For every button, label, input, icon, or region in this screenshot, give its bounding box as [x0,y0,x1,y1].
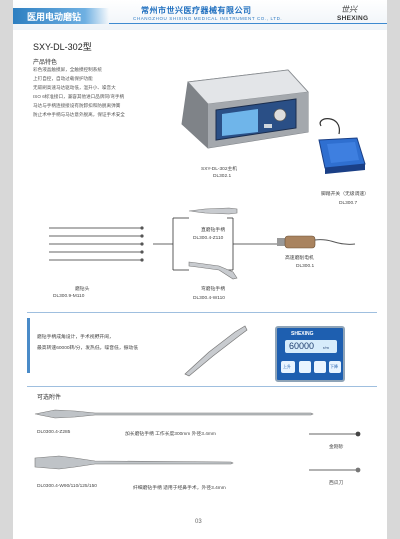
screen-btn-left-label: 上升 [283,364,291,369]
speed-display: 60000 r/m [285,340,337,353]
main-unit-name: SXY-DL-302主机 [201,167,238,172]
accessory-1-code: DL0300.4-Z285 [37,430,71,435]
screen-btn-right-label: 下降 [330,364,338,369]
motor-code: DL300.1 [296,264,315,269]
tip-fluted-image [309,467,361,473]
logo-text: SHEXING [337,15,369,22]
feature-item: ISO 6标准接口，兼容其他进口品牌同/弯手柄 [33,94,125,99]
feature-item: 上钉自控，自动过载保护功能 [33,76,93,81]
brand-logo: 世兴 SHEXING [335,4,375,24]
section-tab-label: 医用电动磨钻 [27,12,82,22]
features-title: 产品特色 [33,60,58,66]
angled-handpiece-image [184,325,248,377]
company-name-cn: 常州市世兴医疗器械有限公司 [141,6,252,15]
page-header: 医用电动磨钻 常州市世兴医疗器械有限公司 CHANGZHOU SHIXING M… [13,0,387,30]
main-unit-code: DL302.1 [213,174,232,179]
page-number: 03 [195,519,202,525]
footswitch-image [318,118,366,174]
straight-handpiece-code: DL300.4-Z110 [193,236,224,241]
accessory-1-desc: 加长磨钻手柄 工作长度300mm 外径3.4mm [125,432,216,437]
accessory-2-desc: 纤细磨钻手柄 适用于经鼻手术，外径3.4mm [133,486,226,491]
curved-handpiece-name: 弯磨钻手柄 [201,287,225,292]
tip-diamond-image [309,431,361,437]
feature-item: 无碳刷高速马达驱动低，温升小、噪音大 [33,85,116,90]
highlight-accent [27,318,30,373]
model-title: SXY-DL-302型 [33,42,92,52]
highlight-line-1: 磨钻手柄成角设计，手术视野开阔， [37,335,114,340]
feature-item: 马达与手柄连接接设有防卸扣和防脱离弹簧 [33,103,121,108]
company-name-en: CHANGZHOU SHIXING MEDICAL INSTRUMENT CO.… [133,16,283,21]
footswitch-name: 脚踏开关（无级调速） [321,192,369,197]
section-divider [27,386,377,387]
optional-title: 可选附件 [37,395,62,401]
screen-brand: SHEXING [291,331,314,337]
extended-handpiece-image [34,409,314,419]
header-rule [109,23,387,24]
section-divider [27,312,377,313]
curved-handpiece-image [188,261,238,280]
feature-item: 彩色液晶触摸屏，全触摸控制系统 [33,67,102,72]
logo-mark: 世兴 [341,5,357,14]
main-unit-image [181,69,309,149]
curved-handpiece-code: DL300.4-W110 [193,296,225,301]
burrs-code: DL300.9-M110 [53,294,85,299]
connector-lines [153,217,277,271]
touch-screen: SHEXING 60000 r/m 上升 下降 [275,326,345,382]
screen-btn-left[interactable]: 上升 [281,361,295,373]
slim-handpiece-image [34,455,234,470]
screen-btn-mode[interactable] [299,361,311,373]
speed-unit: r/m [323,345,329,350]
tip-1-label: 金刚砂 [329,445,344,450]
highlight-line-2: 最高转速60000转/分，发热低，噪音低，振动低 [37,346,139,351]
screen-btn-right[interactable]: 下降 [329,361,341,373]
speed-value: 60000 [289,341,315,351]
burrs-name: 磨钻头 [75,287,90,292]
motor-name: 高速磨削电机 [285,256,314,261]
straight-handpiece-image [188,207,238,215]
footswitch-code: DL300.7 [339,201,358,206]
feature-item: 防止术中手柄与马达意外脱离，保证手术安全 [33,112,125,117]
straight-handpiece-name: 直磨钻手柄 [201,228,225,233]
motor-image [277,235,356,249]
section-tab: 医用电动磨钻 [13,8,109,24]
catalog-page: 医用电动磨钻 常州市世兴医疗器械有限公司 CHANGZHOU SHIXING M… [13,0,387,539]
burrs-image [49,226,144,262]
tip-2-label: 西瓜刀 [329,481,344,486]
screen-btn-rotate[interactable] [314,361,326,373]
accessory-2-code: DL0300.4-W90/110/125/150 [37,484,97,489]
